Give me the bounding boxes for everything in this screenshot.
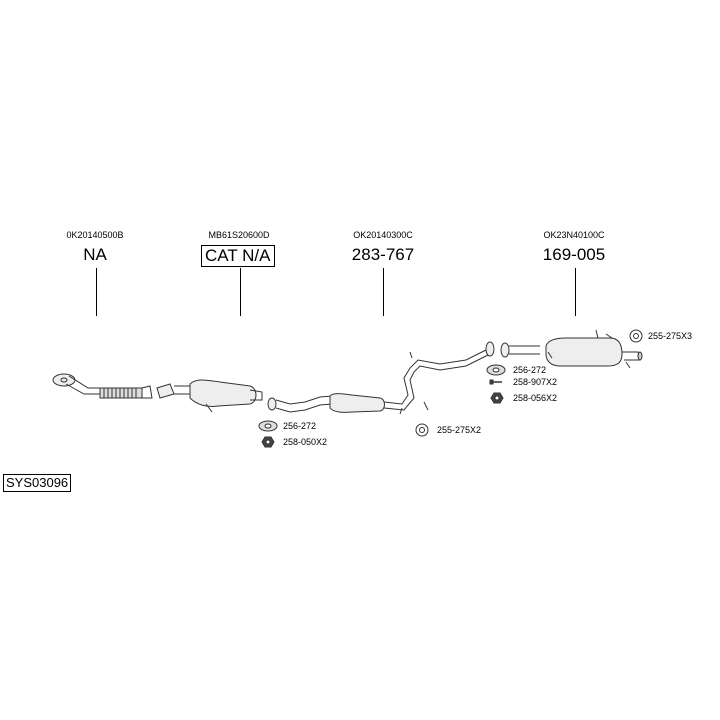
oem-number-2: MB61S20600D: [208, 230, 270, 240]
rubber-mount-icon: [629, 329, 643, 343]
accessory-label[interactable]: 255-275X3: [648, 331, 693, 341]
accessory-label[interactable]: 256-272: [283, 421, 317, 431]
part-number-4[interactable]: 169-005: [542, 245, 606, 264]
rear-silencer-drawing[interactable]: [500, 329, 643, 369]
accessory-label[interactable]: 255-275X2: [437, 425, 482, 435]
leader-line-3: [383, 268, 384, 316]
gasket-icon: [258, 420, 278, 432]
nut-icon: [261, 436, 275, 448]
part-number-2[interactable]: CAT N/A: [201, 245, 275, 267]
oem-number-4: OK23N40100C: [543, 230, 605, 240]
leader-line-2: [240, 268, 241, 316]
accessory-label[interactable]: 256-272: [513, 365, 547, 375]
accessory-label[interactable]: 258-907X2: [513, 377, 558, 387]
accessory-label[interactable]: 258-050X2: [283, 437, 328, 447]
part-number-1[interactable]: NA: [83, 245, 107, 264]
oem-number-3: OK20140300C: [353, 230, 413, 240]
catalyst-drawing[interactable]: [156, 379, 263, 413]
system-code: SYS03096: [3, 474, 72, 492]
rubber-mount-icon: [415, 423, 429, 437]
part-number-3[interactable]: 283-767: [351, 245, 415, 264]
gasket-icon: [486, 364, 506, 376]
oem-number-1: 0K20140500B: [66, 230, 124, 240]
front-pipe-drawing[interactable]: [52, 373, 153, 399]
leader-line-4: [575, 268, 576, 316]
leader-line-1: [96, 268, 97, 316]
nut-icon: [490, 392, 504, 404]
center-pipe-drawing[interactable]: [267, 341, 495, 415]
accessory-label[interactable]: 258-056X2: [513, 393, 558, 403]
bolt-icon: [489, 379, 502, 385]
